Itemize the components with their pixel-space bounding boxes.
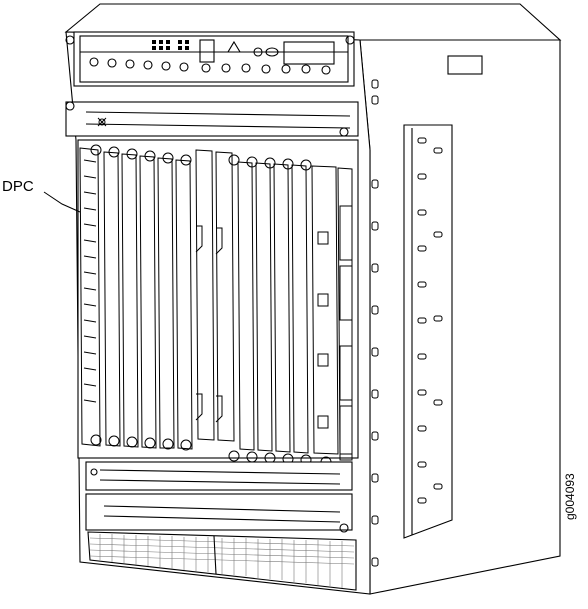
upper-cable-manager	[65, 101, 359, 137]
lower-cable-manager	[85, 461, 353, 533]
craft-interface-panel	[65, 31, 355, 87]
port-blocks	[317, 205, 353, 461]
dpc-slot	[79, 147, 101, 447]
alarm-leds	[152, 40, 189, 50]
callout-label-dpc: DPC	[2, 178, 34, 195]
callout-leader-line	[43, 191, 81, 213]
bracket-hole-column	[417, 137, 443, 504]
sfp-handles	[195, 225, 223, 423]
card-ejector-levers	[90, 144, 332, 468]
figure-id: g004093	[563, 473, 577, 520]
fpc-led-row	[89, 57, 331, 75]
fan-icon	[97, 117, 107, 127]
chassis-side-panel	[359, 39, 561, 595]
front-rail-holes	[371, 79, 379, 567]
mounting-bracket	[403, 124, 453, 539]
card-cage	[77, 139, 359, 468]
card-slots	[103, 149, 353, 455]
air-filter-grille	[87, 531, 357, 591]
